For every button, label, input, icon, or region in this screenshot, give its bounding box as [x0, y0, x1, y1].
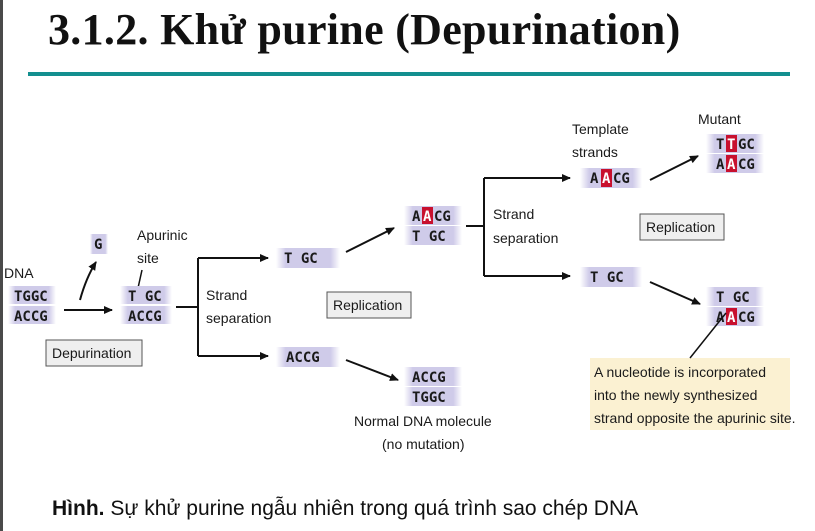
strand-sep-2-line2: separation — [493, 230, 558, 246]
mutant-top-t: T — [716, 137, 724, 153]
normal-band-bottom — [404, 387, 462, 406]
upper-dup-top-rest: CG — [434, 209, 451, 225]
upper-dup-bottom-seq: T GC — [412, 229, 446, 245]
mutant-red-bottom — [726, 155, 737, 172]
template-upper-a: A — [590, 171, 599, 187]
normal-bottom-seq: TGGC — [412, 390, 446, 406]
final-bottom-rest: CG — [738, 310, 755, 326]
note-line-2: into the newly synthesized — [594, 387, 757, 403]
lower-single-seq: ACCG — [286, 350, 320, 366]
lower-single-band — [276, 347, 340, 367]
strand-sep-1-line1: Strand — [206, 287, 247, 303]
strand-sep-2-line1: Strand — [493, 206, 534, 222]
note-line-1: A nucleotide is incorporated — [594, 364, 766, 380]
caption-text: Sự khử purine ngẫu nhiên trong quá trình… — [104, 497, 639, 520]
apurinic-bottom-seq: ACCG — [128, 309, 162, 325]
left-edge-bar — [0, 0, 3, 531]
dna-band-top — [8, 286, 56, 304]
depurination-box — [45, 339, 143, 367]
template-upper-red: A — [602, 171, 611, 187]
apurinic-band-bottom — [120, 306, 172, 324]
dna-bottom-seq: ACCG — [14, 309, 48, 325]
mutant-label: Mutant — [698, 111, 741, 127]
template-lower-seq: T GC — [590, 270, 624, 286]
normal-label-1: Normal DNA molecule — [354, 413, 492, 429]
mutant-bottom-red: A — [727, 157, 736, 173]
slide-title: 3.1.2. Khử purine (Depurination) — [48, 5, 681, 54]
replication-label-2: Replication — [646, 219, 715, 235]
depurination-diagram: DNA TGGC ACCG G Depurination Apurinic si… — [4, 111, 796, 452]
final-bottom-red: A — [727, 310, 736, 326]
depurination-label: Depurination — [52, 345, 131, 361]
upper-dup-red-box — [422, 207, 433, 224]
mutant-top-rest: GC — [738, 137, 755, 153]
title-underline — [28, 72, 790, 76]
final-arrow — [649, 281, 701, 305]
upper-single-band — [276, 248, 340, 268]
apurinic-pointer — [137, 269, 143, 289]
apurinic-label-2: site — [137, 250, 159, 266]
upper-dup-band-bottom — [404, 226, 462, 245]
upper-single-seq: T GC — [284, 251, 318, 267]
replication-box-1 — [326, 291, 412, 319]
mutant-bottom-a: A — [716, 157, 725, 173]
note-line-3: strand opposite the apurinic site. — [594, 410, 796, 426]
template-label-2: strands — [572, 144, 618, 160]
note-box — [590, 358, 790, 430]
normal-top-seq: ACCG — [412, 370, 446, 386]
template-band-lower — [580, 267, 642, 287]
figure-caption: Hình. Sự khử purine ngẫu nhiên trong quá… — [52, 497, 638, 521]
note-pointer — [689, 312, 727, 359]
normal-label-2: (no mutation) — [382, 436, 464, 452]
caption-prefix: Hình. — [52, 497, 105, 520]
final-red-box — [726, 308, 737, 325]
mutant-top-red: T — [727, 137, 735, 153]
dna-band-bottom — [8, 306, 56, 324]
upper-dup-top-a: A — [412, 209, 421, 225]
final-top-seq: T GC — [716, 290, 750, 306]
apurinic-label-1: Apurinic — [137, 227, 188, 243]
replication-label-1: Replication — [333, 297, 402, 313]
mutant-red-top — [726, 135, 737, 152]
final-band-top — [706, 287, 764, 306]
dna-top-seq: TGGC — [14, 289, 48, 305]
mutant-arrow — [649, 155, 699, 181]
final-bottom-a: A — [716, 310, 725, 326]
replication-box-2 — [639, 213, 725, 241]
template-red-box — [601, 169, 612, 187]
template-upper-rest: CG — [613, 171, 630, 187]
release-arrow — [79, 261, 97, 301]
replicate-arrow-lower — [345, 359, 399, 381]
template-label-1: Template — [572, 121, 629, 137]
apurinic-band-top — [120, 286, 172, 304]
strand-sep-1-line2: separation — [206, 310, 271, 326]
apurinic-top-seq: T GC — [128, 289, 162, 305]
dna-label: DNA — [4, 265, 34, 281]
mutant-bottom-rest: CG — [738, 157, 755, 173]
replicate-arrow-upper — [345, 227, 395, 253]
upper-dup-top-red: A — [423, 209, 432, 225]
released-base: G — [94, 237, 102, 253]
released-base-band — [90, 234, 108, 254]
normal-band-top — [404, 367, 462, 386]
